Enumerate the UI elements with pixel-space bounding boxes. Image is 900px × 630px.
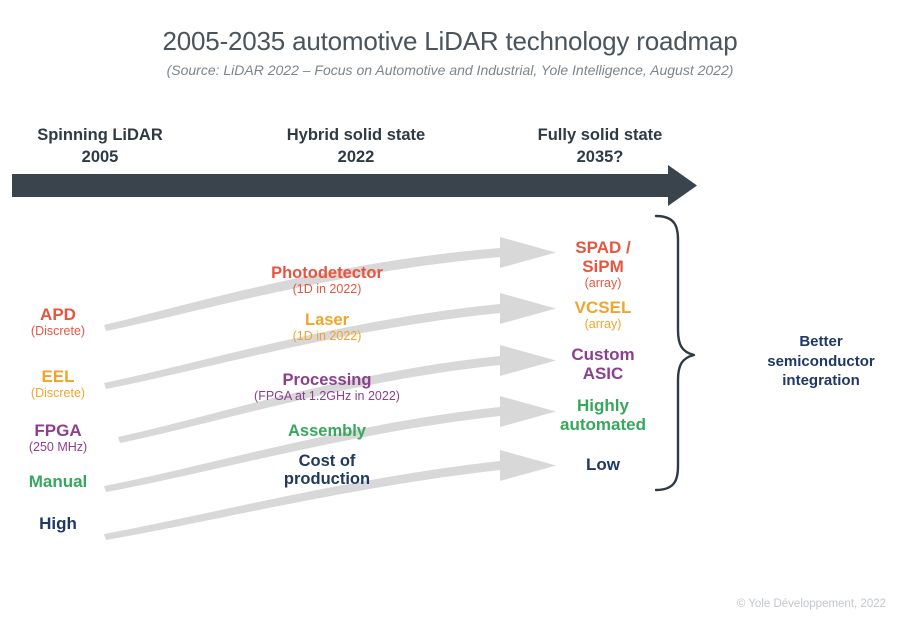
phase-name: Spinning LiDAR: [37, 126, 163, 144]
middle-cell-main: Photodetector: [271, 264, 383, 282]
phase-year: 2005: [81, 148, 119, 167]
left-cell-2: FPGA (250 MHz): [0, 421, 118, 454]
right-cell-4: Low: [543, 455, 663, 474]
left-cell-main: FPGA: [34, 421, 82, 440]
right-cell-3: Highly automated: [533, 396, 673, 434]
left-cell-sub: (Discrete): [30, 324, 86, 339]
phase-header-0: Spinning LiDAR 2005: [0, 124, 210, 169]
phase-name: Hybrid solid state: [286, 126, 426, 144]
left-cell-sub: (250 MHz): [28, 440, 88, 455]
middle-cell-4: Cost of production: [232, 452, 422, 489]
middle-cell-sub: (FPGA at 1.2GHz in 2022): [254, 389, 400, 404]
better-integration-annotation: Better semiconductor integration: [746, 332, 896, 391]
flow-arrow-2: [118, 345, 556, 443]
phase-header-2: Fully solid state 2035?: [494, 124, 706, 169]
right-cell-sub: (array): [584, 276, 622, 291]
right-cell-main: VCSEL: [574, 298, 632, 317]
left-cell-sub: (Discrete): [30, 386, 86, 401]
phase-year: 2035?: [576, 148, 624, 167]
right-cell-0: SPAD / SiPM (array): [543, 238, 663, 290]
left-cell-3: Manual: [0, 472, 118, 491]
left-cell-main: APD: [40, 305, 76, 324]
right-cell-1: VCSEL (array): [543, 298, 663, 331]
middle-cell-sub: (1D in 2022): [292, 282, 362, 297]
right-cell-main: SPAD / SiPM: [575, 238, 631, 277]
page-subtitle: (Source: LiDAR 2022 – Focus on Automotiv…: [166, 62, 734, 78]
middle-cell-main: Laser: [304, 311, 350, 329]
phase-name: Fully solid state: [537, 126, 663, 144]
right-cell-sub: (array): [584, 317, 622, 332]
flow-arrow-1: [104, 293, 556, 389]
flow-arrow-3: [104, 396, 556, 492]
annotation-line-2: semiconductor: [767, 352, 875, 370]
curly-brace-icon: [654, 214, 696, 492]
right-cell-main: Highly automated: [560, 396, 646, 435]
left-cell-main: Manual: [28, 472, 88, 491]
annotation-line-3: integration: [782, 372, 860, 389]
middle-cell-sub: (1D in 2022): [292, 329, 362, 344]
annotation-line-1: Better: [799, 333, 843, 350]
middle-cell-2: Processing (FPGA at 1.2GHz in 2022): [232, 371, 422, 403]
phase-year: 2022: [337, 148, 375, 167]
phase-header-1: Hybrid solid state 2022: [248, 124, 464, 169]
right-cell-main: Low: [586, 455, 620, 474]
timeline-arrow-icon: [12, 165, 697, 206]
left-cell-4: High: [0, 514, 118, 533]
middle-cell-main: Assembly: [288, 422, 366, 440]
copyright-footer: © Yole Développement, 2022: [736, 598, 886, 610]
right-cell-2: Custom ASIC: [543, 345, 663, 383]
flow-arrow-4: [104, 450, 556, 540]
middle-cell-1: Laser (1D in 2022): [232, 311, 422, 343]
middle-cell-main: Processing: [282, 371, 372, 389]
page-title: 2005-2035 automotive LiDAR technology ro…: [162, 26, 738, 56]
middle-cell-3: Assembly: [232, 422, 422, 440]
flow-arrow-0: [104, 237, 556, 331]
right-cell-main: Custom ASIC: [571, 345, 635, 384]
left-cell-1: EEL (Discrete): [0, 367, 118, 400]
middle-cell-0: Photodetector (1D in 2022): [232, 264, 422, 296]
middle-cell-main: Cost of production: [283, 452, 371, 489]
left-cell-main: EEL: [41, 367, 75, 386]
left-cell-0: APD (Discrete): [0, 305, 118, 338]
left-cell-main: High: [39, 514, 77, 533]
